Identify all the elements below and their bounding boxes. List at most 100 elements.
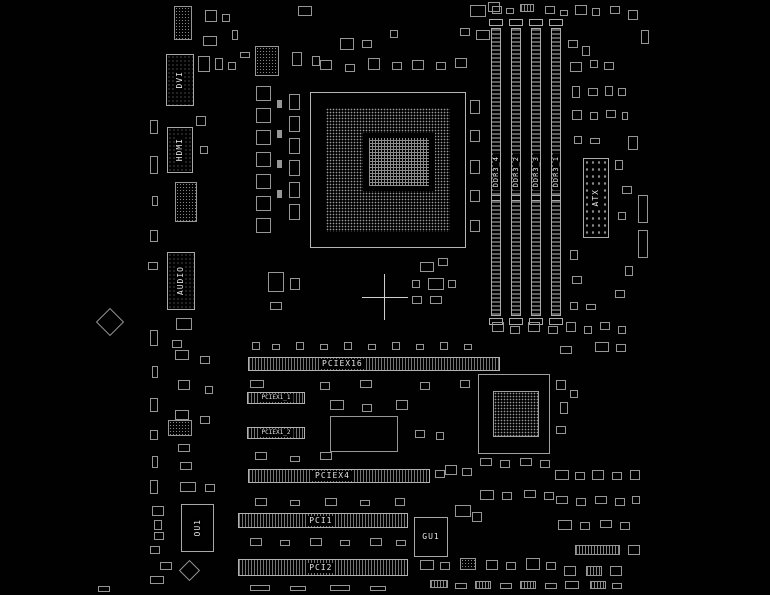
component-footprint xyxy=(470,130,480,142)
component-footprint xyxy=(486,560,498,570)
component-footprint xyxy=(176,318,192,330)
component-footprint xyxy=(586,566,602,576)
gu1-connector[interactable]: GU1 xyxy=(414,517,448,557)
pcie-x1-slot-1[interactable]: PCIEX1_1 xyxy=(247,392,305,404)
component-footprint xyxy=(277,100,282,108)
component-footprint xyxy=(628,10,638,20)
component-footprint xyxy=(590,60,598,68)
dimm-latch xyxy=(549,19,563,26)
component-footprint xyxy=(256,108,271,123)
component-footprint xyxy=(98,586,110,592)
component-footprint xyxy=(638,230,648,258)
pcie-x4-slot[interactable]: PCIEX4 xyxy=(248,469,430,483)
component-footprint xyxy=(330,416,398,452)
component-footprint xyxy=(215,58,223,70)
component-footprint xyxy=(174,6,192,40)
component-footprint xyxy=(590,112,598,120)
ou1-label: OU1 xyxy=(192,517,202,539)
cpu-socket[interactable] xyxy=(310,92,466,248)
component-footprint xyxy=(506,8,514,14)
pcie-x16-slot[interactable]: PCIEX16 xyxy=(248,357,500,371)
component-footprint xyxy=(605,86,613,96)
component-footprint xyxy=(540,460,550,468)
dimm-slot-ddr3-4[interactable]: DDR3_4 xyxy=(489,19,503,325)
component-footprint xyxy=(268,272,284,292)
component-footprint xyxy=(362,40,372,48)
dvi-connector[interactable]: DVI xyxy=(166,54,194,106)
chipset-bga-grid xyxy=(493,391,539,437)
dimm-slot-ddr3-1[interactable]: DDR3_1 xyxy=(549,19,563,325)
component-footprint xyxy=(622,112,628,120)
component-footprint xyxy=(462,468,472,476)
component-footprint xyxy=(240,52,250,58)
component-footprint xyxy=(470,5,486,17)
component-footprint xyxy=(575,545,620,555)
component-footprint xyxy=(152,196,158,206)
atx-power-connector[interactable]: ATX xyxy=(583,158,609,238)
component-footprint xyxy=(618,326,626,334)
component-footprint xyxy=(500,460,510,468)
pci-slot-1[interactable]: PCI1 xyxy=(238,513,408,528)
audio-label: AUDIO xyxy=(176,264,185,298)
hdmi-connector[interactable]: HDMI xyxy=(167,127,193,173)
pcie-x16-label: PCIEX16 xyxy=(319,359,366,369)
component-footprint xyxy=(172,340,182,348)
component-footprint xyxy=(565,581,579,589)
component-footprint xyxy=(150,430,158,440)
component-footprint xyxy=(566,322,576,332)
component-footprint xyxy=(150,576,164,584)
component-footprint xyxy=(412,296,422,304)
component-footprint xyxy=(574,136,582,144)
component-footprint xyxy=(580,522,590,530)
component-footprint xyxy=(290,278,300,290)
component-footprint xyxy=(612,472,622,480)
component-footprint xyxy=(588,88,598,96)
component-footprint xyxy=(445,465,457,475)
component-footprint xyxy=(618,212,626,220)
pci-slot-2[interactable]: PCI2 xyxy=(238,559,408,576)
component-footprint xyxy=(492,322,504,332)
component-footprint xyxy=(570,250,578,260)
component-footprint xyxy=(506,562,516,570)
dimm-slot-ddr3-3[interactable]: DDR3_3 xyxy=(529,19,543,325)
component-footprint xyxy=(175,350,189,360)
component-footprint xyxy=(368,58,380,70)
component-footprint xyxy=(436,432,444,440)
component-footprint xyxy=(630,470,640,480)
component-footprint xyxy=(168,420,192,436)
component-footprint xyxy=(312,56,320,66)
ou1-connector[interactable]: OU1 xyxy=(181,504,214,552)
pci-2-label: PCI2 xyxy=(306,562,336,573)
component-footprint xyxy=(255,452,267,460)
component-footprint xyxy=(575,5,587,15)
component-footprint xyxy=(412,60,424,70)
component-footprint xyxy=(390,30,398,38)
component-footprint xyxy=(200,416,210,424)
component-footprint xyxy=(150,398,158,412)
audio-connector[interactable]: AUDIO xyxy=(167,252,195,310)
dimm-slot-label: DDR3_2 xyxy=(512,153,520,191)
component-footprint xyxy=(160,562,172,570)
component-footprint xyxy=(488,2,500,12)
component-footprint xyxy=(277,130,282,138)
pcie-x1-slot-2[interactable]: PCIEX1_2 xyxy=(247,427,305,439)
component-footprint xyxy=(612,583,622,589)
component-footprint xyxy=(620,522,630,530)
component-footprint xyxy=(150,230,158,242)
component-footprint xyxy=(502,492,512,500)
chipset[interactable] xyxy=(478,374,550,454)
component-footprint xyxy=(455,583,467,589)
component-footprint xyxy=(152,456,158,468)
component-footprint xyxy=(472,512,482,522)
component-footprint xyxy=(564,566,576,576)
component-footprint xyxy=(641,30,649,44)
component-footprint xyxy=(616,344,626,352)
component-footprint xyxy=(272,344,280,350)
pcie-x1-2-label: PCIEX1_2 xyxy=(258,429,294,437)
component-footprint xyxy=(520,581,536,589)
dimm-slot-ddr3-2[interactable]: DDR3_2 xyxy=(509,19,523,325)
component-footprint xyxy=(152,366,158,378)
dimm-latch xyxy=(509,19,523,26)
component-footprint xyxy=(250,380,264,388)
component-footprint xyxy=(250,538,262,546)
